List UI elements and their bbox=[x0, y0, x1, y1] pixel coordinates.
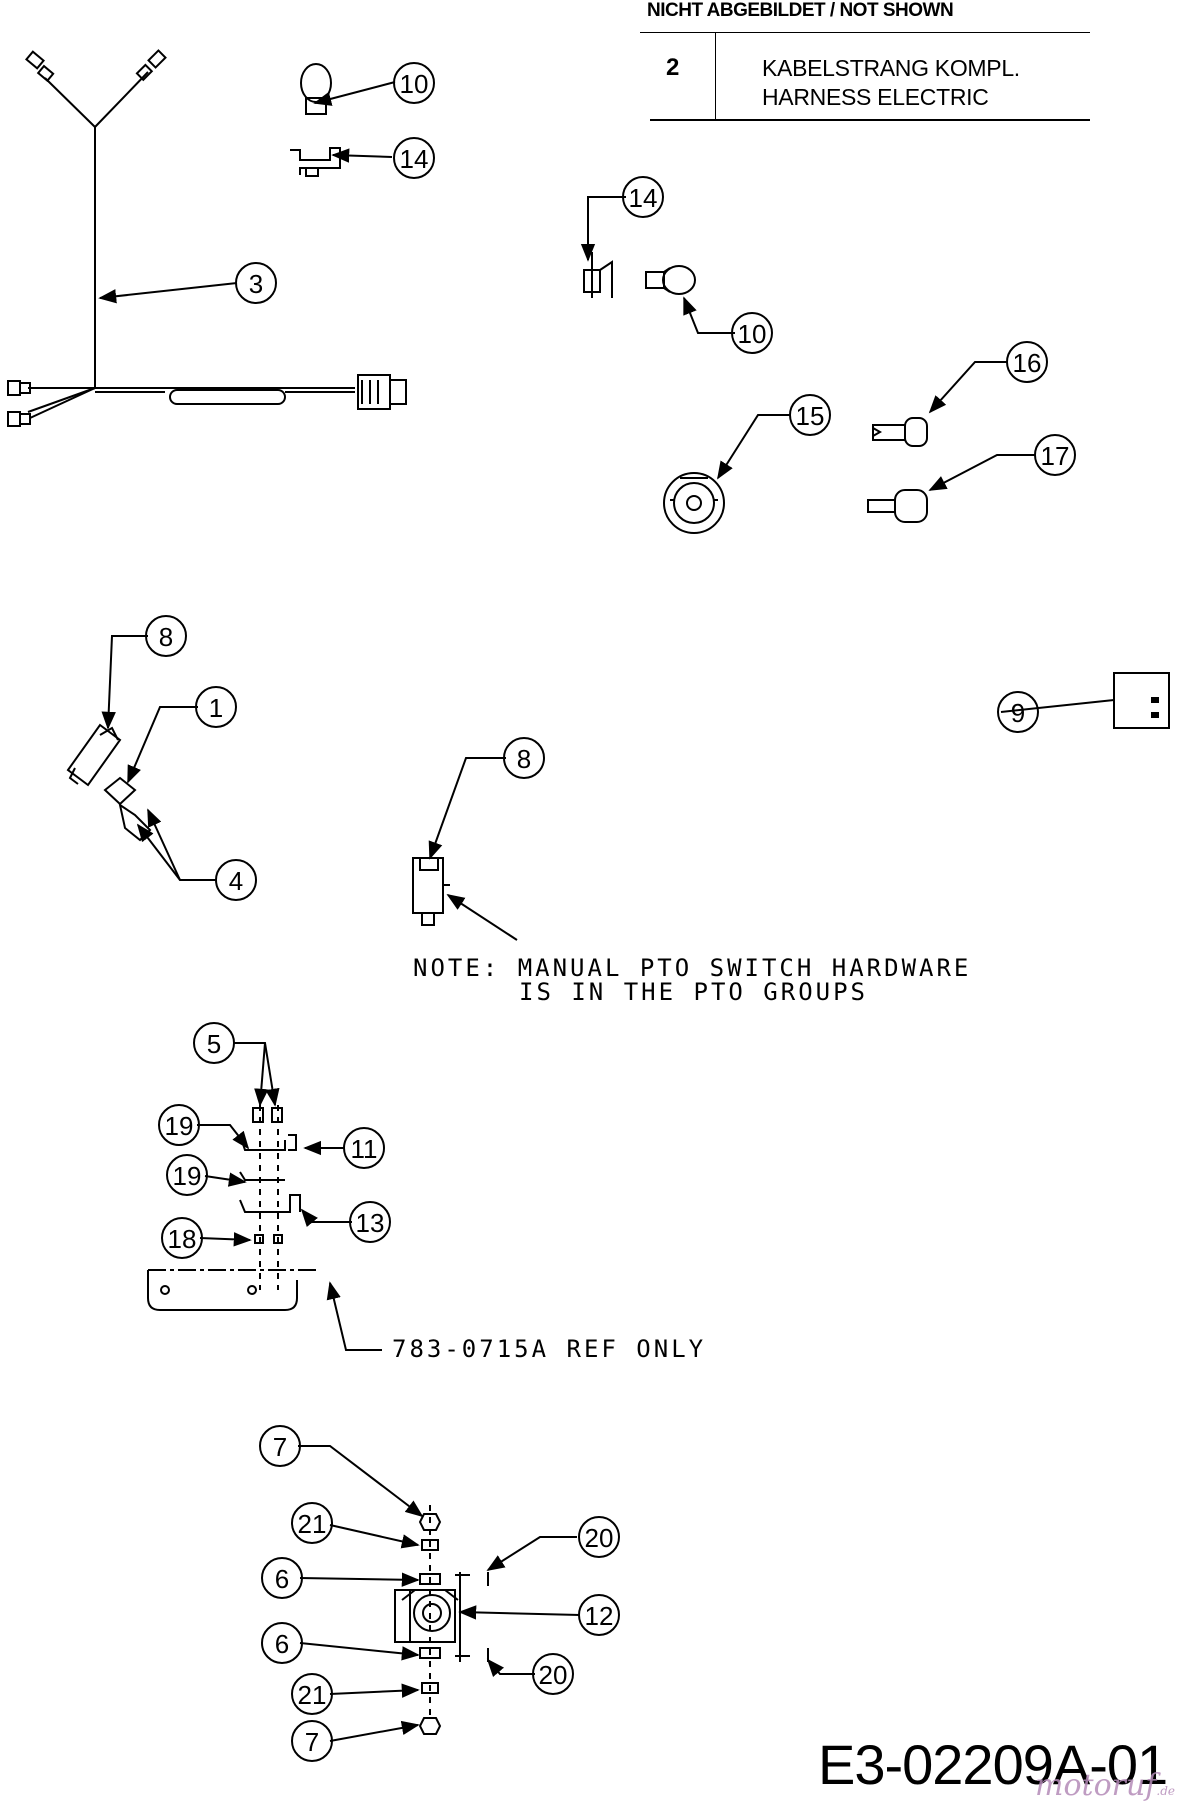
leader-lines bbox=[98, 81, 1115, 1742]
ref-note: 783-0715A REF ONLY bbox=[392, 1335, 706, 1363]
callout-19: 19 bbox=[165, 1111, 194, 1141]
callout-9: 9 bbox=[1011, 698, 1025, 728]
callout-10: 10 bbox=[738, 319, 767, 349]
callout-8: 8 bbox=[517, 744, 531, 774]
callout-20: 20 bbox=[585, 1523, 614, 1553]
callout-16: 16 bbox=[1013, 348, 1042, 378]
callout-20: 20 bbox=[539, 1660, 568, 1690]
callout-21: 21 bbox=[298, 1680, 327, 1710]
ignition-switch bbox=[663, 472, 725, 534]
diagram-code: E3-02209A-01 bbox=[818, 1733, 1168, 1796]
ignition-key bbox=[872, 417, 928, 447]
callout-7: 7 bbox=[273, 1432, 287, 1462]
callout-7: 7 bbox=[305, 1727, 319, 1757]
bulb-top-left bbox=[300, 63, 332, 115]
callout-6: 6 bbox=[275, 1564, 289, 1594]
callout-10: 10 bbox=[400, 69, 429, 99]
module-box bbox=[1113, 672, 1170, 729]
callout-circles bbox=[145, 62, 1076, 1762]
not-shown-desc-en: HARNESS ELECTRIC bbox=[762, 84, 989, 110]
callout-3: 3 bbox=[249, 269, 263, 299]
callout-6: 6 bbox=[275, 1629, 289, 1659]
table-rule-vertical bbox=[715, 32, 716, 120]
watermark-logo: motoruf.de bbox=[1035, 1768, 1175, 1803]
callout-13: 13 bbox=[356, 1208, 385, 1238]
table-rule-bottom bbox=[650, 119, 1090, 121]
not-shown-qty: 2 bbox=[666, 54, 680, 81]
not-shown-header: NICHT ABGEBILDET / NOT SHOWN bbox=[647, 0, 954, 21]
callout-11: 11 bbox=[351, 1134, 378, 1164]
callout-12: 12 bbox=[585, 1601, 614, 1631]
table-rule-top bbox=[640, 32, 1090, 33]
callout-14: 14 bbox=[400, 144, 429, 174]
not-shown-desc-de: KABELSTRANG KOMPL. bbox=[762, 55, 1020, 81]
key-fob bbox=[867, 489, 928, 523]
pto-switch-left bbox=[66, 723, 152, 842]
pto-switch-middle bbox=[412, 857, 450, 926]
not-shown-description: KABELSTRANG KOMPL. HARNESS ELECTRIC bbox=[762, 54, 1020, 112]
callout-5: 5 bbox=[207, 1029, 221, 1059]
callout-1: 1 bbox=[209, 693, 223, 723]
callout-18: 18 bbox=[168, 1224, 197, 1254]
callout-8: 8 bbox=[159, 622, 173, 652]
watermark-text: motoruf bbox=[1035, 1768, 1157, 1803]
callout-14: 14 bbox=[629, 183, 658, 213]
callout-19: 19 bbox=[173, 1161, 202, 1191]
bottom-switch-assembly bbox=[394, 1505, 489, 1735]
bulb-right bbox=[645, 265, 696, 295]
pto-note-line1: NOTE: MANUAL PTO SWITCH HARDWARE bbox=[413, 954, 971, 982]
watermark-suffix: .de bbox=[1156, 1784, 1176, 1798]
callout-17: 17 bbox=[1041, 441, 1070, 471]
wiring-harness bbox=[7, 49, 407, 427]
pto-note-line2: IS IN THE PTO GROUPS bbox=[519, 978, 868, 1006]
callout-4: 4 bbox=[229, 866, 243, 896]
socket-top-left bbox=[290, 147, 341, 177]
callout-15: 15 bbox=[796, 401, 825, 431]
callout-21: 21 bbox=[298, 1509, 327, 1539]
